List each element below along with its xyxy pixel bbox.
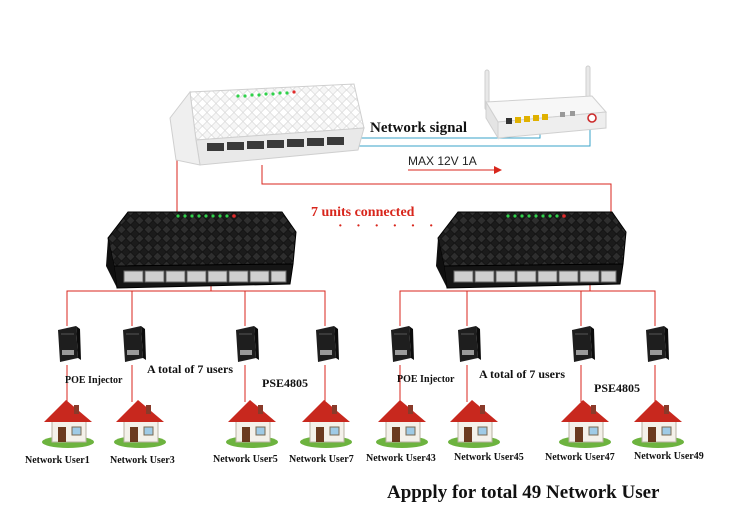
house-icon [376, 400, 428, 448]
poe-injector-label: POE Injector [65, 375, 123, 386]
network-user-label: Network User47 [545, 452, 615, 463]
house-icon [448, 400, 500, 448]
network-user-label: Network User43 [366, 453, 436, 464]
house-icon [300, 400, 352, 448]
network-user-label: Network User1 [25, 455, 90, 466]
switch-right-ports [453, 270, 617, 283]
units-connected-label: 7 units connected [311, 205, 415, 220]
main-switch-leds [236, 90, 296, 98]
switch-right-leds [506, 214, 566, 218]
poe-injector [58, 326, 81, 362]
cabling [66, 160, 656, 402]
main-switch [169, 83, 365, 166]
poe-injector [572, 326, 595, 362]
poe-injector [391, 326, 414, 362]
switch-left [106, 211, 297, 289]
switch-left-ports [123, 270, 287, 283]
network-user-label: Network User7 [289, 454, 354, 465]
network-user-label: Network User5 [213, 454, 278, 465]
total-users-label: A total of 7 users [479, 367, 565, 381]
network-user-label: Network User49 [634, 451, 704, 462]
poe-injector [316, 326, 339, 362]
poe-injector [646, 326, 669, 362]
poe-injector-label: POE Injector [397, 374, 455, 385]
house-icon [226, 400, 278, 448]
house-icon [42, 400, 94, 448]
pse-model-label: PSE4805 [262, 376, 309, 390]
units-connected-dots: · · · · · · [338, 219, 439, 234]
network-user-label: Network User3 [110, 455, 175, 466]
max-power-arrow [408, 166, 502, 174]
houses [42, 400, 684, 448]
house-icon [114, 400, 166, 448]
switch-left-leds [176, 214, 236, 218]
footer-caption: Appply for total 49 Network User [387, 482, 660, 503]
max-power-label: MAX 12V 1A [408, 154, 477, 168]
main-switch-ports [207, 137, 344, 151]
house-icon [632, 400, 684, 448]
poe-injector [236, 326, 259, 362]
poe-injectors [58, 326, 669, 362]
network-signal-label: Network signal [370, 120, 468, 136]
switch-right [436, 211, 627, 289]
pse-model-label: PSE4805 [594, 381, 641, 395]
house-icon [559, 400, 611, 448]
poe-injector [123, 326, 146, 362]
total-users-label: A total of 7 users [147, 362, 233, 376]
router [484, 65, 608, 140]
poe-injector [458, 326, 481, 362]
network-user-label: Network User45 [454, 452, 524, 463]
